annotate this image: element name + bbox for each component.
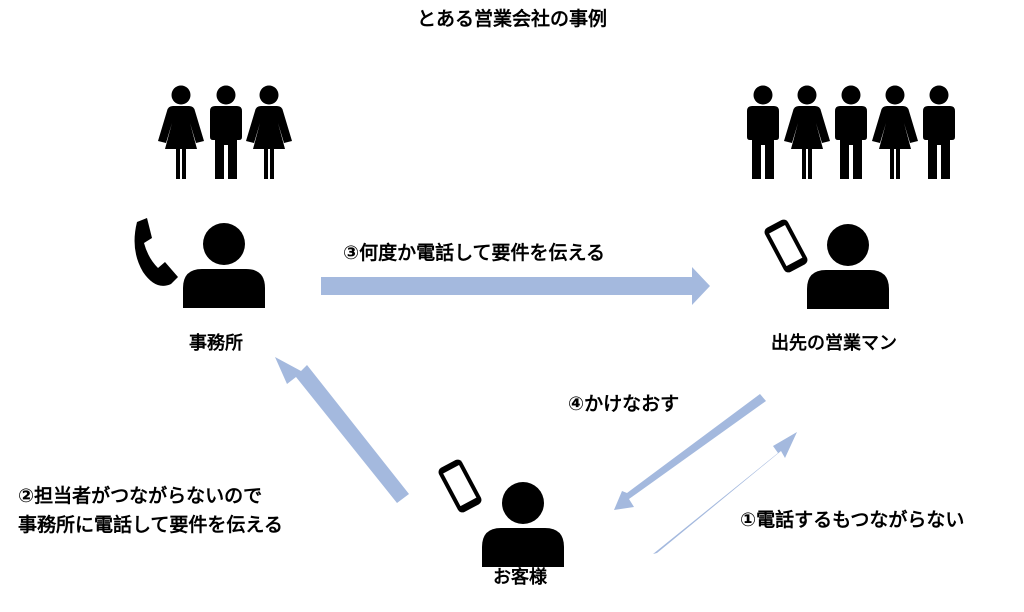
sales-team-group-icon xyxy=(747,85,955,179)
office-staff-group-icon xyxy=(158,85,292,179)
office-label: 事務所 xyxy=(189,333,243,354)
step2-label-line-2: 事務所に電話して要件を伝える xyxy=(18,514,283,536)
customer-person-icon xyxy=(482,482,564,567)
step4-label: ④かけなおす xyxy=(568,393,680,415)
arrow-step2-customer-to-office xyxy=(275,357,409,503)
step1-label: ①電話するもつながらない xyxy=(740,509,965,531)
office-person-icon xyxy=(183,223,265,308)
arrow-step3-office-to-sales xyxy=(321,267,710,305)
step3-label: ③何度か電話して要件を伝える xyxy=(343,242,605,264)
step2-label: ②担当者がつながらないので 事務所に電話して要件を伝える xyxy=(18,482,283,540)
customer-smartphone-icon xyxy=(436,457,484,515)
sales-person-label: 出先の営業マン xyxy=(771,333,897,354)
arrow-step4-sales-to-customer xyxy=(614,394,766,510)
smartphone-icon xyxy=(762,217,810,275)
sales-person-icon xyxy=(807,224,889,309)
arrow-step1-customer-to-sales xyxy=(653,432,797,554)
customer-label: お客様 xyxy=(493,567,547,588)
diagram-title: とある営業会社の事例 xyxy=(416,8,607,30)
step2-label-line-1: ②担当者がつながらないので xyxy=(18,485,263,507)
telephone-handset-icon xyxy=(134,218,178,286)
